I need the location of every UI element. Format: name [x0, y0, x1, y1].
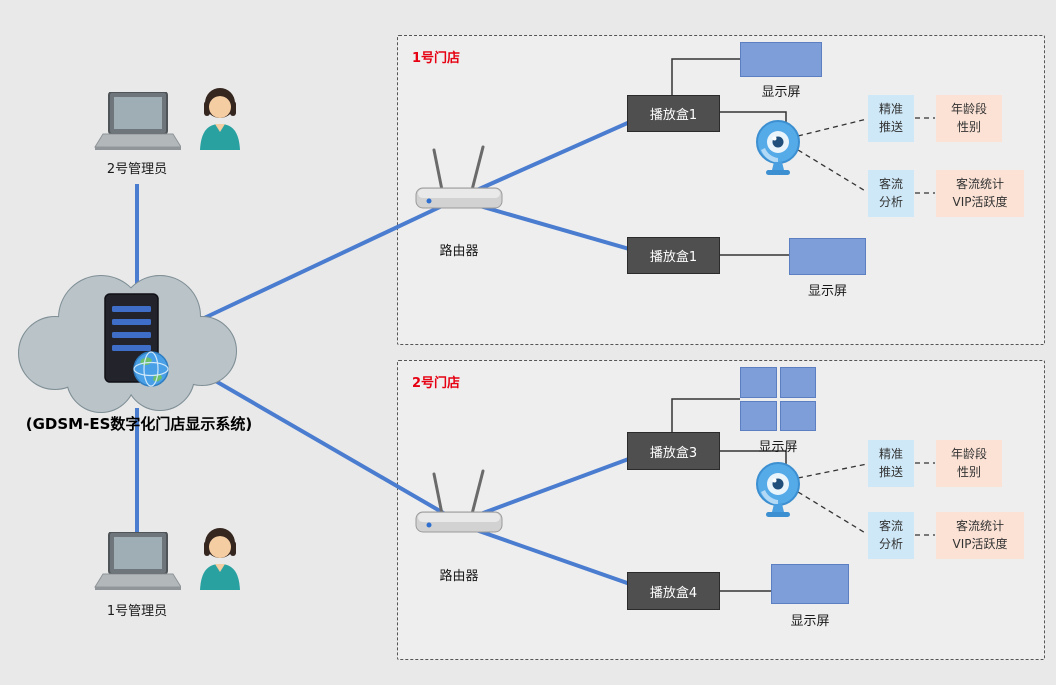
store2-playbox-bottom: 播放盒4 [627, 572, 720, 610]
camera-icon [756, 120, 800, 175]
laptop-icon [94, 532, 181, 590]
store2-router-label: 路由器 [439, 569, 479, 584]
store1-playbox-bottom: 播放盒1 [627, 237, 720, 274]
router-icon [415, 145, 503, 209]
store1-router-label: 路由器 [439, 244, 479, 259]
store1-title: 1号门店 [412, 51, 461, 66]
store2-title: 2号门店 [412, 376, 461, 391]
store1-push-box: 精准 推送 [868, 95, 914, 142]
store1-display-bottom-label: 显示屏 [807, 284, 847, 299]
store2-display-top-label: 显示屏 [758, 440, 798, 455]
device-links [671, 58, 789, 592]
store2-frame [397, 360, 1045, 660]
store1-display-top-label: 显示屏 [761, 85, 801, 100]
store2-display-bottom [771, 564, 849, 604]
store1-flow-box: 客流 分析 [868, 170, 914, 217]
store2-push-box: 精准 推送 [868, 440, 914, 487]
admin2-label: 2号管理员 [106, 162, 168, 177]
system-title: (GDSM-ES数字化门店显示系统) [25, 415, 253, 433]
store2-push-result-box: 年龄段 性别 [936, 440, 1002, 487]
display-panel [740, 367, 777, 398]
store2-flow-result-box: 客流统计 VIP活跃度 [936, 512, 1024, 559]
store2-display-grid [740, 367, 816, 431]
globe-icon [133, 351, 169, 387]
blue-network-links [135, 111, 651, 593]
router-icon [415, 469, 503, 533]
admin-avatar [200, 528, 240, 590]
admin-avatar [200, 88, 240, 150]
cloud-server-icon [18, 275, 237, 413]
display-panel [740, 400, 777, 431]
store1-push-result-box: 年龄段 性别 [936, 95, 1002, 142]
laptop-icon [94, 92, 181, 150]
store1-display-bottom [789, 238, 866, 275]
store2-flow-box: 客流 分析 [868, 512, 914, 559]
analysis-links [797, 117, 935, 536]
admin1-label: 1号管理员 [106, 604, 168, 619]
display-panel [779, 400, 816, 431]
display-panel [779, 367, 816, 398]
store2-display-bottom-label: 显示屏 [790, 614, 830, 629]
camera-icon [756, 462, 800, 517]
store2-playbox-top: 播放盒3 [627, 432, 720, 470]
store1-flow-result-box: 客流统计 VIP活跃度 [936, 170, 1024, 217]
store1-display-top [740, 42, 822, 77]
store1-playbox-top: 播放盒1 [627, 95, 720, 132]
